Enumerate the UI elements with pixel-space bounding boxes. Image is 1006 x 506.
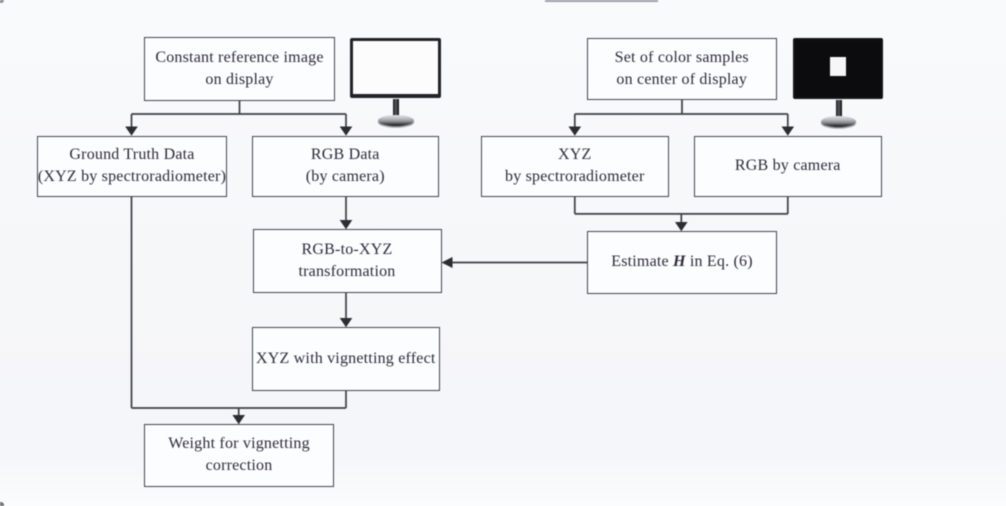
box-weight-for-vignetting-correction: Weight for vignetting correction — [144, 424, 334, 487]
box-rgb-to-xyz-transformation-label: RGB-to-XYZ transformation — [298, 241, 396, 280]
box-weight-for-vignetting-correction-label: Weight for vignetting correction — [168, 435, 310, 475]
arrowhead-rgb-to-xyz-right — [441, 257, 453, 268]
arrowhead-rgb-data — [339, 126, 353, 136]
monitor-white-base — [377, 114, 414, 126]
box-set-of-color-samples-label: Set of color samples on center of displa… — [614, 48, 749, 88]
box-estimate-h: Estimate H in Eq. (6) — [587, 231, 777, 294]
box-rgb-by-camera-label: RGB by camera — [734, 157, 841, 174]
estimate-h-symbol: H — [673, 253, 686, 271]
connector-constantref-split — [130, 101, 347, 128]
monitor-white-stand — [393, 98, 399, 119]
monitor-white-frame — [350, 37, 441, 99]
estimate-h-prefix: Estimate — [611, 253, 674, 271]
center-color-patch — [829, 56, 846, 76]
monitor-black-frame — [792, 38, 884, 100]
box-rgb-to-xyz-transformation: RGB-to-XYZ transformation — [252, 229, 442, 293]
box-ground-truth-data: Ground Truth Data (XYZ by spectroradiome… — [37, 135, 227, 197]
box-rgb-data: RGB Data (by camera) — [251, 135, 439, 197]
monitor-white-screen — [353, 40, 438, 95]
box-estimate-h-label: Estimate H in Eq. (6) — [611, 251, 753, 273]
box-xyz-by-spectroradiometer: XYZ by spectroradiometer — [480, 135, 669, 197]
box-rgb-data-label: RGB Data (by camera) — [305, 146, 385, 185]
box-xyz-with-vignetting-effect-label: XYZ with vignetting effect — [255, 350, 436, 367]
estimate-h-suffix: in Eq. (6) — [685, 253, 753, 271]
arrowhead-ground-truth — [125, 126, 138, 136]
arrowhead-rgb-camera — [781, 126, 795, 136]
box-xyz-with-vignetting-effect: XYZ with vignetting effect — [252, 327, 440, 391]
arrowhead-xyz-spectro — [568, 126, 582, 136]
bottom-left-corner-artifact — [0, 502, 4, 506]
monitor-black-base — [821, 115, 856, 127]
monitor-black-stand — [835, 99, 842, 119]
arrowhead-xyz-vign-top — [339, 318, 353, 328]
connector-merge-to-weight — [130, 196, 347, 417]
monitor-black-screen — [794, 40, 882, 98]
arrowhead-weight-top — [232, 415, 245, 425]
box-constant-reference-image: Constant reference image on display — [144, 36, 335, 101]
top-left-corner-artifact — [0, 0, 4, 3]
box-set-of-color-samples: Set of color samples on center of displa… — [587, 37, 777, 100]
connector-merge-to-estimate — [573, 196, 789, 224]
box-rgb-by-camera: RGB by camera — [694, 135, 882, 197]
top-edge-artifact — [545, 0, 658, 3]
arrowhead-estimate-h-top — [675, 222, 688, 232]
box-ground-truth-data-label: Ground Truth Data (XYZ by spectroradiome… — [37, 146, 227, 185]
box-constant-reference-image-label: Constant reference image on display — [155, 48, 324, 88]
connector-setcolor-split — [573, 100, 789, 128]
box-xyz-by-spectroradiometer-label: XYZ by spectroradiometer — [505, 146, 645, 185]
arrowhead-rgb-to-xyz-top — [339, 220, 353, 230]
